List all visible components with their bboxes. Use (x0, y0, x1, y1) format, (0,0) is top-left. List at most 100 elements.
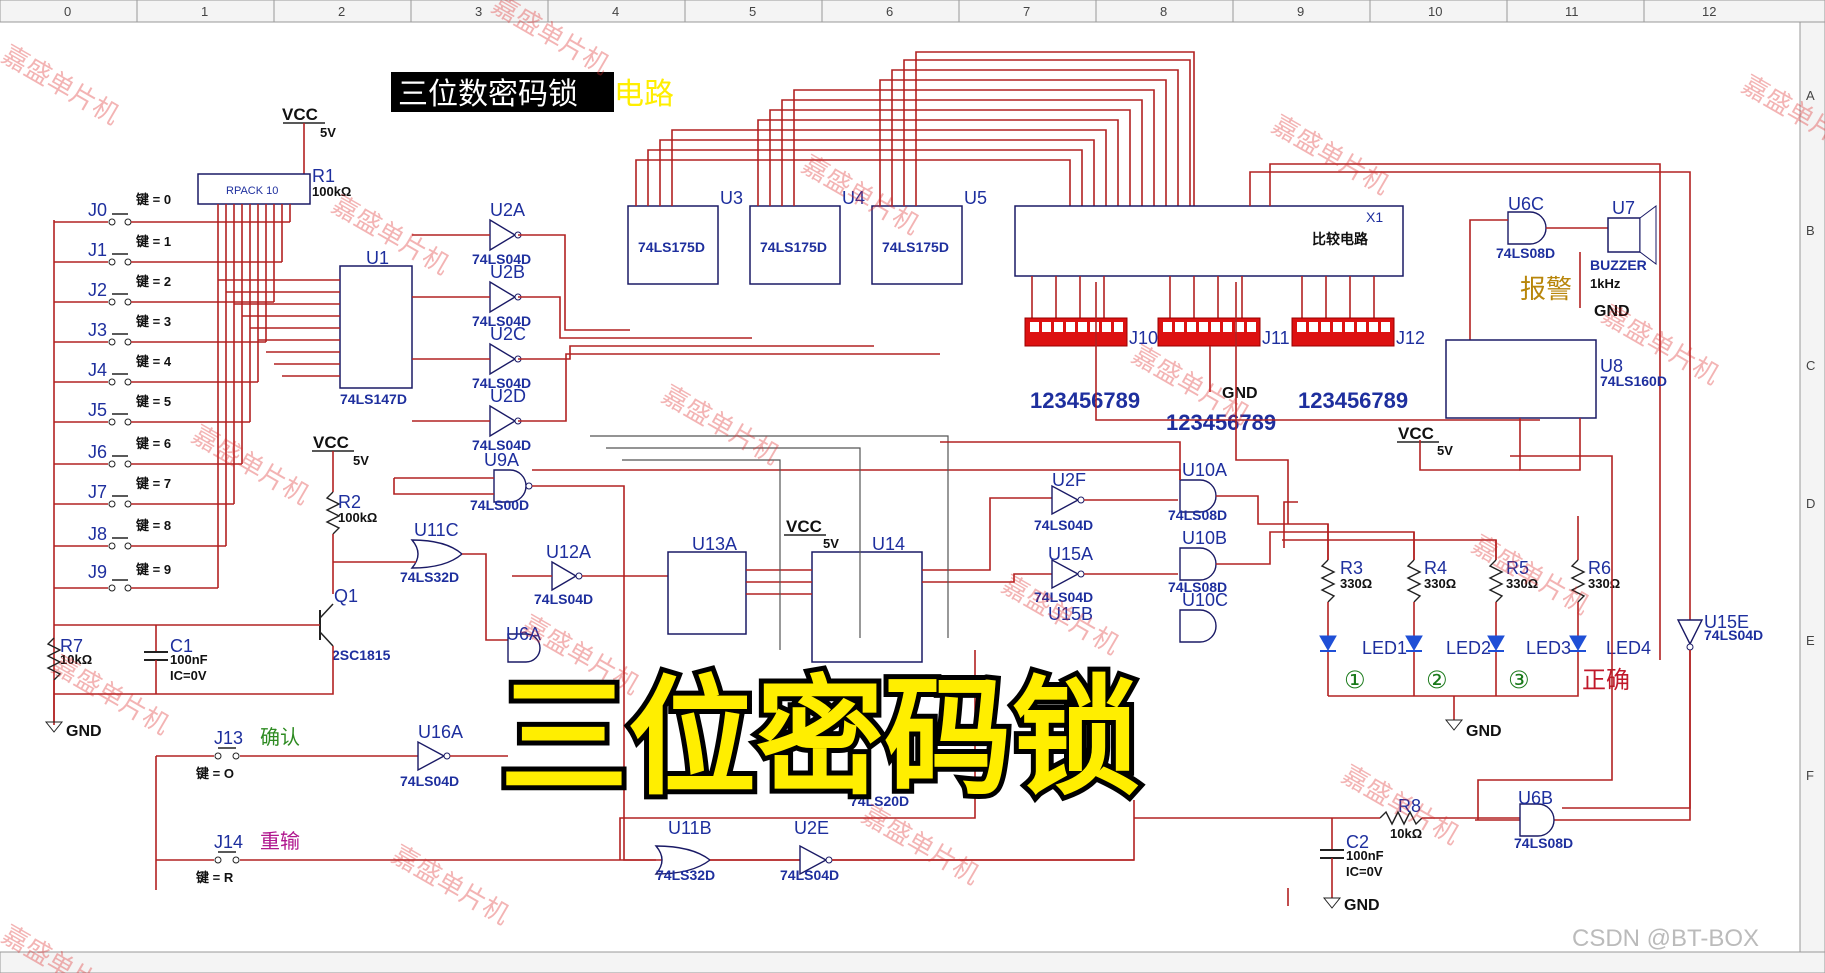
led-mark: ② (1426, 666, 1448, 694)
capacitor-c1: C1 100nF IC=0V (144, 625, 208, 694)
u13a-ref: U13A (692, 534, 737, 554)
x1-name: 比较电路 (1312, 231, 1369, 247)
chip-u8: U8 74LS160D (1419, 339, 1667, 471)
r2-value: 100kΩ (338, 510, 377, 525)
led-label: LED4 (1606, 638, 1651, 658)
resistor-r7: R7 10kΩ GND (44, 636, 102, 740)
banner-title: 三位密码锁 (500, 664, 1140, 813)
ruler-col-2: 2 (338, 4, 345, 19)
ruler-row-c: C (1806, 358, 1815, 373)
key-label: 键 = 2 (135, 274, 171, 289)
u12a-part: 74LS04D (534, 591, 593, 607)
bus-wires (590, 282, 1540, 906)
key-label: 键 = 3 (135, 314, 171, 329)
j10-ref: J10 (1129, 328, 1158, 348)
j13-label: 键 = O (195, 766, 234, 781)
u2d-ref: U2D (490, 386, 526, 406)
ruler-col-5: 5 (749, 4, 756, 19)
key-label: 键 = 7 (135, 476, 171, 491)
and-gate-u6c: U6C 74LS08D (1469, 194, 1608, 340)
gnd-label: GND (66, 723, 102, 740)
buzzer-u7: U7 BUZZER 1kHz GND (1579, 198, 1657, 320)
u3-ref: U3 (720, 188, 743, 208)
led-resistor-value: 330Ω (1340, 576, 1372, 591)
comparator-x1: X1 比较电路 (1014, 163, 1691, 821)
u6b-part: 74LS08D (1514, 835, 1573, 851)
key-switch-j6: J6 键 = 6 (54, 436, 242, 468)
u2b-part: 74LS04D (472, 313, 531, 329)
u6c-ref: U6C (1508, 194, 1544, 214)
and-gate-u10a: U10A 74LS08D (1168, 460, 1329, 560)
right-ruler: A B C D E F (1799, 21, 1825, 953)
led-resistor-ref: R5 (1506, 558, 1529, 578)
led-label: LED2 (1446, 638, 1491, 658)
j11-ref: J11 (1262, 328, 1290, 348)
key-ref: J6 (88, 442, 107, 462)
watermark: 嘉盛单片机 (187, 420, 315, 511)
led-branch-4: R6 330Ω LED4 正确 (1569, 516, 1651, 694)
u10c-ref: U10C (1182, 590, 1228, 610)
led-label: LED3 (1526, 638, 1571, 658)
ruler-row-b: B (1806, 223, 1815, 238)
u2b-ref: U2B (490, 262, 525, 282)
j14-ref: J14 (214, 832, 243, 852)
gnd-label: GND (1344, 897, 1380, 914)
u5-part: 74LS175D (882, 239, 949, 255)
ruler-col-0: 0 (64, 4, 71, 19)
j11-digits: 123456789 (1166, 410, 1276, 435)
gnd-label: GND (1466, 723, 1502, 740)
key-label: 键 = 4 (135, 354, 172, 369)
j14-label: 键 = R (195, 870, 234, 885)
latch-bus-wires (518, 51, 1195, 422)
vcc-label: VCC (313, 433, 349, 452)
key-ref: J9 (88, 562, 107, 582)
inverter-u2c: U2C 74LS04D (412, 324, 531, 391)
u2f-part: 74LS04D (1034, 517, 1093, 533)
watermark: 嘉盛单片机 (1267, 110, 1395, 201)
ruler-col-3: 3 (475, 4, 482, 19)
vcc-label: VCC (1398, 424, 1434, 443)
key-switch-j1: J1 键 = 1 (54, 234, 282, 266)
key-label: 键 = 0 (135, 192, 171, 207)
u16a-part: 74LS04D (400, 773, 459, 789)
key-switch-j2: J2 键 = 2 (54, 274, 274, 306)
watermark: 嘉盛单片机 (857, 800, 985, 891)
ruler-row-a: A (1806, 88, 1815, 103)
key-label: 键 = 1 (135, 234, 171, 249)
inverter-u2b: U2B 74LS04D (412, 262, 531, 329)
capacitor-c2: C2 100nF IC=0V GND (1320, 818, 1384, 914)
key-switch-j4: J4 键 = 4 (54, 354, 258, 386)
inverter-u2f: U2F 74LS04D (1034, 470, 1178, 533)
chip-u3: U3 74LS175D (627, 188, 743, 285)
ruler-col-9: 9 (1297, 4, 1304, 19)
ruler-col-6: 6 (886, 4, 893, 19)
led-resistor-value: 330Ω (1424, 576, 1456, 591)
r7-ref: R7 (60, 636, 83, 656)
c1-value: 100nF (170, 652, 208, 667)
led-branch-3: R5 330Ω LED3 ③ (1487, 540, 1571, 696)
vcc-voltage: 5V (1437, 443, 1453, 458)
transistor-q1: Q1 2SC1815 (54, 586, 391, 695)
inverter-u2e: U2E 74LS04D (780, 800, 1135, 883)
inverter-u15e: U15E 74LS04D (1562, 612, 1763, 809)
u5-ref: U5 (964, 188, 987, 208)
c1-ref: C1 (170, 636, 193, 656)
vcc-voltage: 5V (353, 453, 369, 468)
u10a-part: 74LS08D (1168, 507, 1227, 523)
and-gate-u10c: U10C (1179, 539, 1497, 643)
r7-value: 10kΩ (60, 652, 92, 667)
led-mark: ③ (1508, 666, 1530, 694)
led-label: LED1 (1362, 638, 1407, 658)
inverter-u2d: U2D 74LS04D (412, 386, 531, 453)
u15b-ref: U15B (1048, 604, 1093, 624)
u15a-ref: U15A (1048, 544, 1093, 564)
key-ref: J8 (88, 524, 107, 544)
watermark: 嘉盛单片机 (0, 40, 124, 131)
led-ground-rail: GND (1328, 652, 1579, 740)
led-branch-1: R3 330Ω LED1 ① (1319, 524, 1407, 696)
u4-ref: U4 (842, 188, 865, 208)
chip-u4: U4 74LS175D (749, 188, 865, 285)
u8-part: 74LS160D (1600, 373, 1667, 389)
u14-ref: U14 (872, 534, 905, 554)
led-mark: 正确 (1582, 666, 1630, 694)
